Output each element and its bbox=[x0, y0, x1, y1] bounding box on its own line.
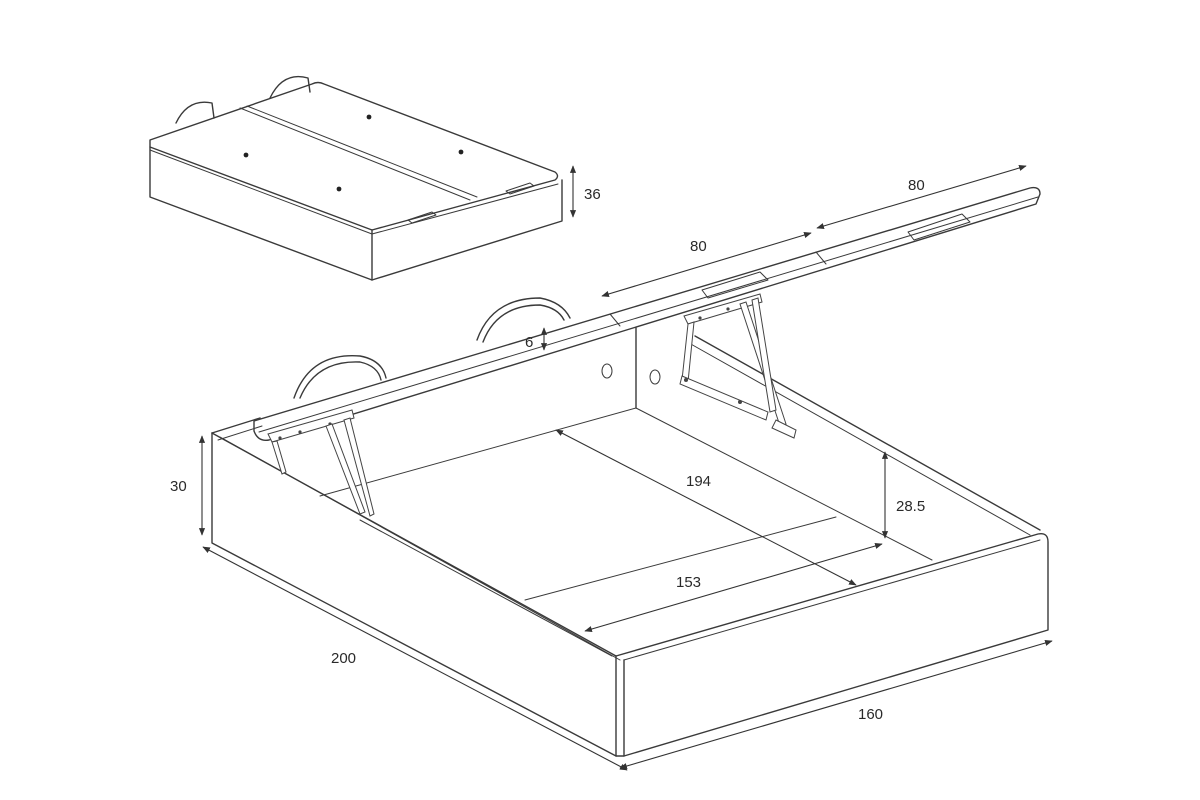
mounting-dot bbox=[458, 149, 464, 155]
closed-height-dimension: 36 bbox=[569, 165, 601, 218]
inner-width-label: 153 bbox=[676, 574, 701, 591]
inner-width-dimension: 153 bbox=[584, 542, 883, 633]
outer-length-dimension: 200 bbox=[202, 546, 628, 771]
outer-width-dimension: 160 bbox=[619, 639, 1053, 770]
lid-thickness-dimension: 6 bbox=[525, 327, 548, 351]
mounting-dot bbox=[336, 186, 342, 192]
outer-width-label: 160 bbox=[858, 706, 883, 723]
inner-height-dimension: 28.5 bbox=[881, 451, 925, 539]
base-height-label: 30 bbox=[170, 478, 187, 495]
mounting-dot bbox=[243, 152, 249, 158]
closed-bed-illustration bbox=[149, 75, 563, 281]
right-lift-mechanism bbox=[679, 293, 797, 439]
lid-left-half-dimension: 80 bbox=[601, 232, 812, 297]
inner-length-dimension: 194 bbox=[555, 429, 857, 586]
inner-length-label: 194 bbox=[686, 473, 711, 490]
closed-height-label: 36 bbox=[584, 186, 601, 203]
left-lift-mechanism bbox=[267, 409, 375, 517]
lid-thickness-label: 6 bbox=[525, 334, 533, 351]
lid-left-half-label: 80 bbox=[690, 238, 707, 255]
open-bed-illustration bbox=[211, 186, 1049, 757]
lid-right-half-dimension: 80 bbox=[816, 165, 1027, 229]
base-height-dimension: 30 bbox=[170, 435, 206, 536]
mounting-dot bbox=[366, 114, 372, 120]
outer-length-label: 200 bbox=[331, 650, 356, 667]
inner-height-label: 28.5 bbox=[896, 498, 925, 515]
lid-right-half-label: 80 bbox=[908, 177, 925, 194]
